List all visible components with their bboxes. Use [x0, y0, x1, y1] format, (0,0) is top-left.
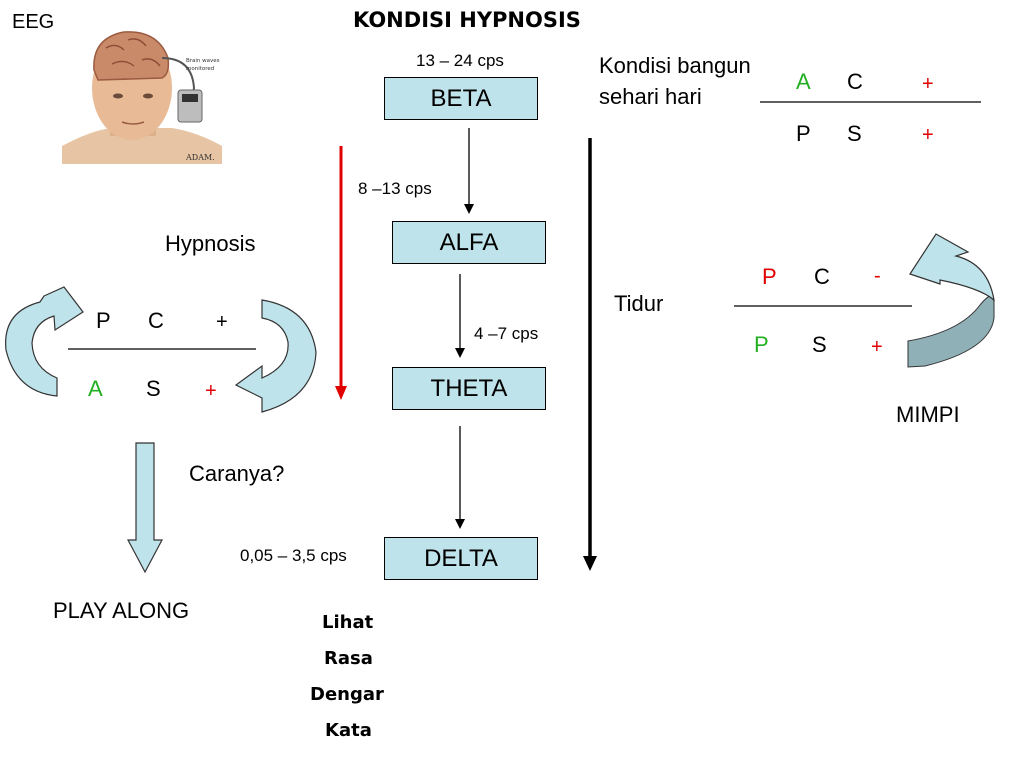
eeg-caption-1: Brain waves — [186, 58, 220, 64]
sense-item-lihat: Lihat — [322, 612, 374, 633]
range-beta: 13 – 24 cps — [416, 51, 504, 70]
eeg-cable — [161, 57, 196, 109]
state-box-beta: BETA — [384, 77, 538, 120]
range-delta: 0,05 – 3,5 cps — [240, 546, 347, 565]
awake-top-sign: + — [922, 73, 934, 95]
page-title: KONDISI HYPNOSIS — [353, 8, 581, 32]
awake-top-a: A — [796, 69, 811, 94]
sense-item-rasa: Rasa — [324, 648, 373, 669]
dream-bottom-b: S — [812, 332, 827, 357]
dream-top-b: C — [814, 264, 830, 289]
play-along-label: PLAY ALONG — [53, 598, 190, 623]
awake-label-line2: sehari hari — [599, 84, 702, 109]
dream-bottom-sign: + — [871, 336, 883, 358]
sense-item-kata: Kata — [325, 720, 372, 741]
eeg-label: EEG — [12, 11, 55, 33]
awake-label-line1: Kondisi bangun — [599, 53, 751, 78]
state-box-theta: THETA — [392, 367, 546, 410]
dream-bottom-a: P — [754, 332, 769, 357]
shoulders-shape — [62, 128, 222, 164]
state-box-alfa: ALFA — [392, 221, 546, 264]
awake-bottom-b: S — [847, 121, 862, 146]
left-bottom-b: S — [146, 376, 161, 401]
mimpi-cycle-arrow — [907, 295, 995, 368]
awake-top-b: C — [847, 69, 863, 94]
left-top-sign: + — [216, 311, 228, 333]
play-along-down-arrow — [127, 442, 163, 574]
awake-bottom-a: P — [796, 121, 811, 146]
question-label: Caranya? — [189, 461, 285, 486]
left-bottom-a: A — [88, 376, 103, 401]
sense-item-dengar: Dengar — [310, 684, 384, 705]
mimpi-label: MIMPI — [896, 402, 960, 427]
left-cycle-arrow-left — [5, 286, 84, 397]
state-box-delta: DELTA — [384, 537, 538, 580]
eeg-caption-2: monitored — [186, 66, 214, 72]
left-top-b: C — [148, 308, 164, 333]
hypnosis-label: Hypnosis — [165, 231, 256, 256]
brain-shape — [93, 31, 170, 81]
left-cycle-arrow-right — [234, 299, 317, 413]
left-bottom-sign: + — [205, 380, 217, 402]
dream-top-a: P — [762, 264, 777, 289]
eeg-illustration: Brain waves monitored ADAM. — [62, 18, 222, 164]
left-top-a: P — [96, 308, 111, 333]
range-alfa: 8 –13 cps — [358, 179, 432, 198]
awake-bottom-sign: + — [922, 124, 934, 146]
sleep-label: Tidur — [614, 291, 664, 316]
range-theta: 4 –7 cps — [474, 324, 539, 343]
dream-top-sign: - — [874, 265, 881, 287]
adam-logo: ADAM. — [185, 153, 215, 162]
